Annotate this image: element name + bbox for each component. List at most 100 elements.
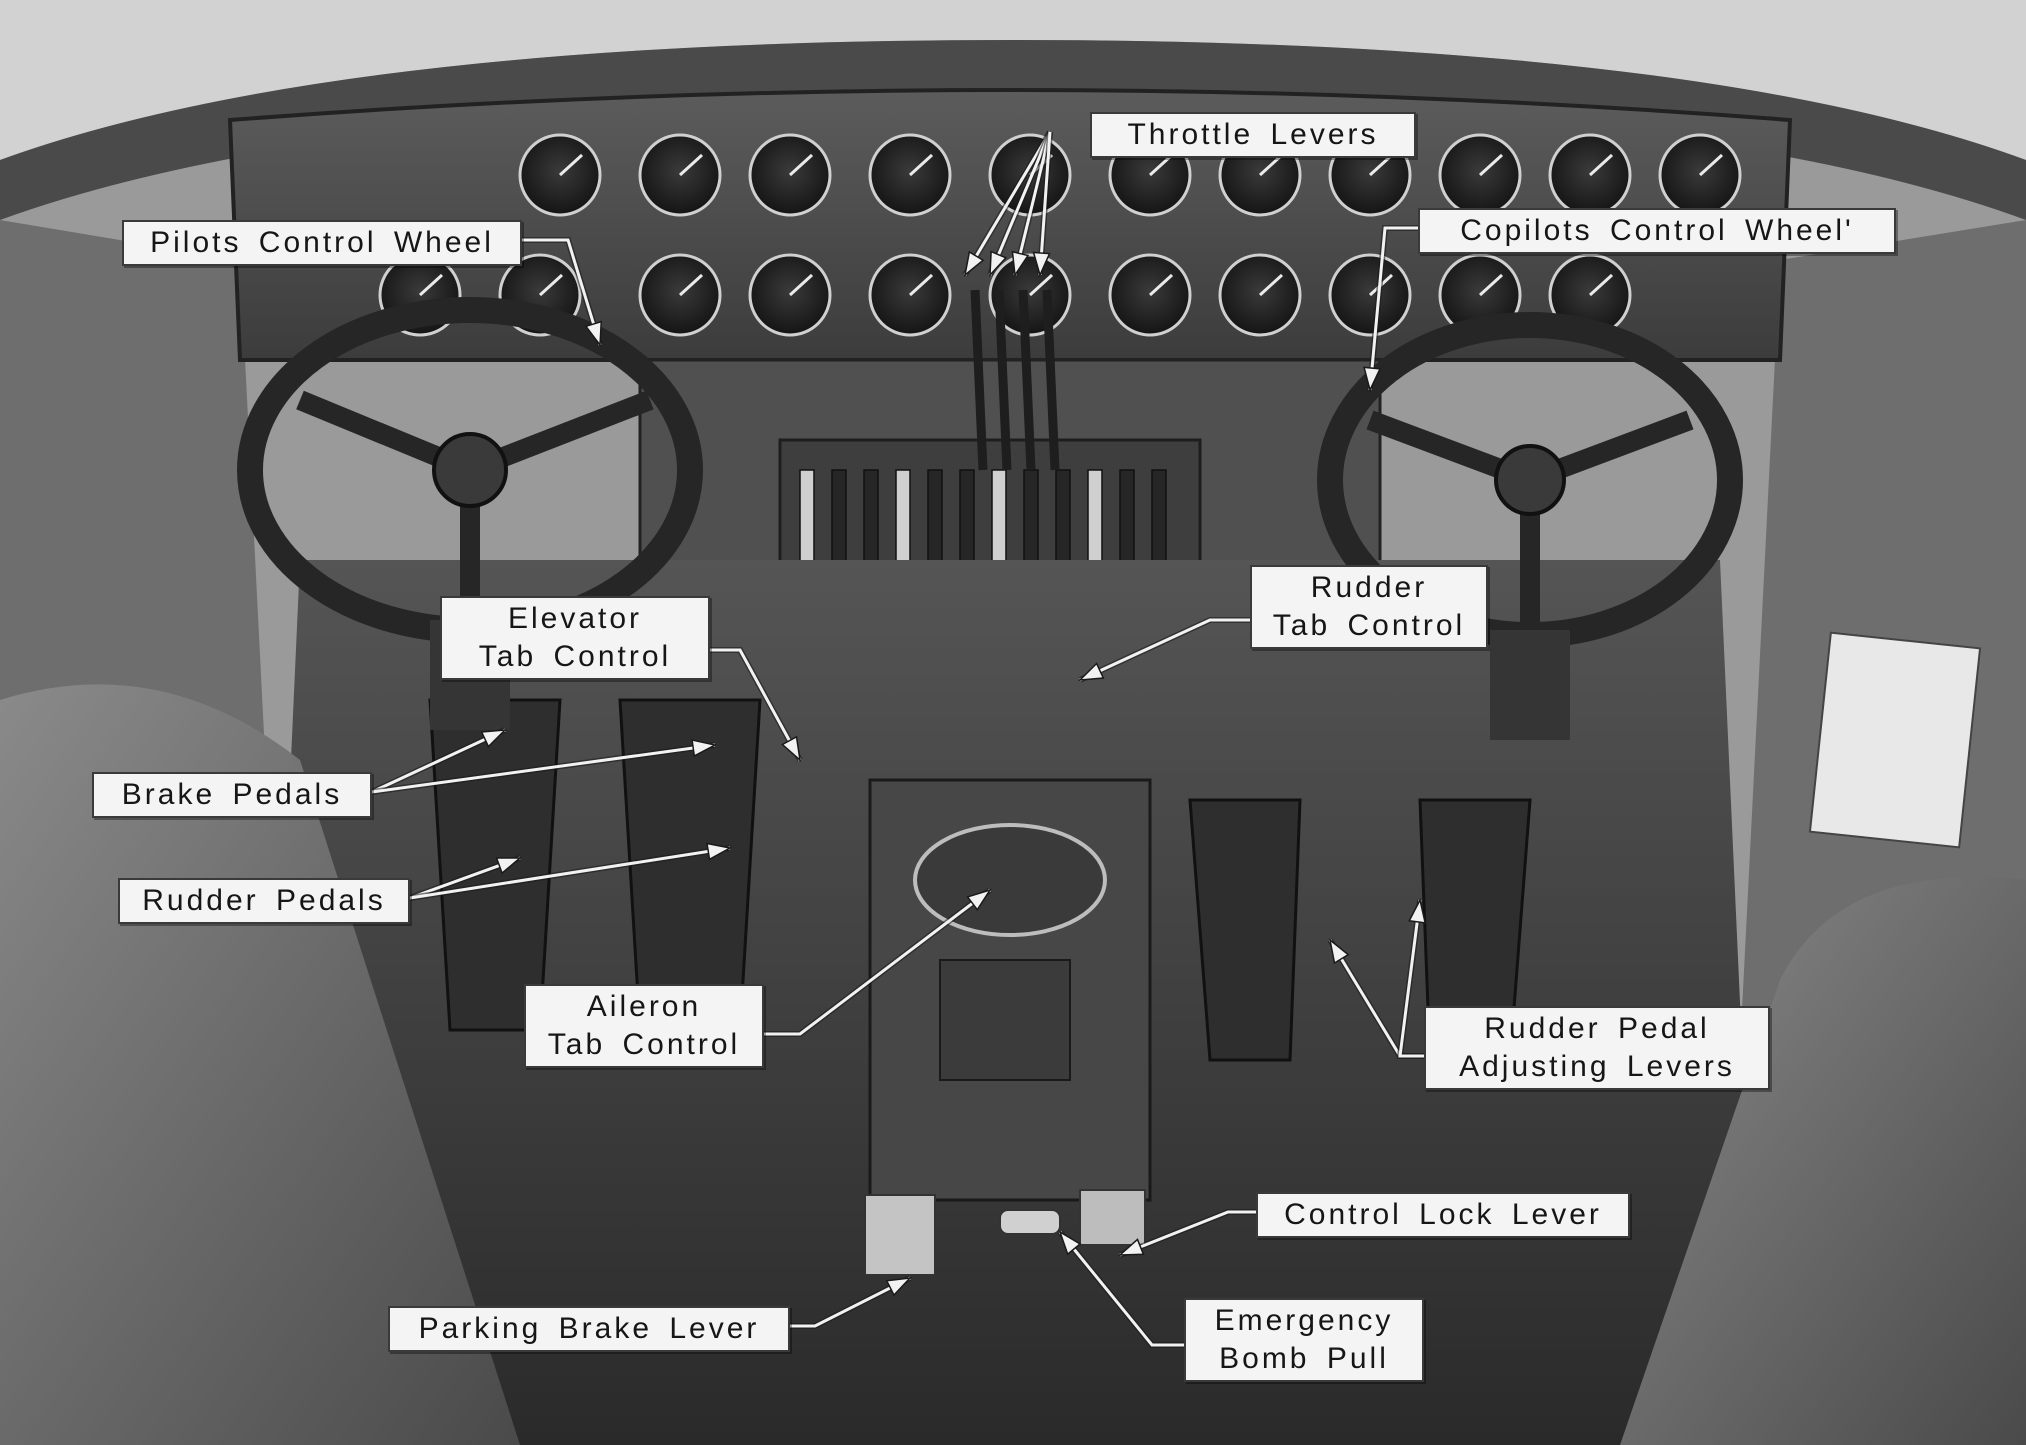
label-line-2: Tab Control (478, 640, 672, 673)
label-text: Brake Pedals (121, 778, 343, 811)
gauge-needle (908, 153, 934, 177)
arrowhead-icon (989, 250, 1008, 278)
gauge-needle (1368, 153, 1394, 177)
gauge-needle (1478, 273, 1504, 297)
label-parking-brake-lever: Parking Brake Lever (388, 1306, 790, 1352)
gauge-needle (788, 273, 814, 297)
gauge-needle (418, 273, 444, 297)
windshield (0, 0, 2026, 160)
copilot-left-pedal (1188, 798, 1302, 1062)
gauge-needle (908, 273, 934, 297)
label-rudder-pedals: Rudder Pedals (118, 878, 410, 924)
leader-elevator-tab (710, 648, 802, 761)
arrowhead-icon (781, 735, 802, 762)
arrowhead-icon (1117, 1238, 1145, 1256)
arrowhead-icon (584, 320, 603, 348)
label-aileron-tab-control: Aileron Tab Control (524, 984, 764, 1068)
label-line-2: Bomb Pull (1219, 1342, 1389, 1375)
throttle-lever (970, 289, 988, 471)
label-line-1: Elevator (507, 602, 643, 635)
label-text: Pilots Control Wheel (150, 226, 494, 259)
gauge-needle (538, 273, 564, 297)
leader-throttle-3 (1013, 131, 1052, 276)
label-text: Throttle Levers (1127, 118, 1379, 151)
label-line-1: Rudder (1310, 571, 1428, 604)
label-text: Parking Brake Lever (418, 1312, 760, 1345)
arrowhead-icon (963, 250, 985, 277)
leader-parking-brake (790, 1276, 911, 1328)
label-elevator-tab-control: Elevator Tab Control (440, 596, 710, 680)
label-text: Copilots Control Wheel' (1460, 214, 1854, 247)
gauge-needle (1258, 153, 1284, 177)
gauge-needle (1148, 273, 1174, 297)
arrowhead-icon (706, 842, 733, 861)
label-control-lock-lever: Control Lock Lever (1256, 1192, 1630, 1238)
arrowhead-icon (1078, 662, 1105, 681)
leader-brake-pedal-2 (371, 743, 716, 794)
gauge-needle (1588, 153, 1614, 177)
arrowhead-icon (495, 857, 523, 875)
pilot-seat (0, 684, 520, 1445)
label-text: Control Lock Lever (1284, 1198, 1602, 1231)
throttle-lever (1018, 289, 1036, 471)
copilot-control-wheel (1317, 312, 1743, 740)
gauge-needle (1698, 153, 1724, 177)
label-copilots-control-wheel: Copilots Control Wheel' (1418, 208, 1896, 254)
label-rudder-tab-control: Rudder Tab Control (1250, 565, 1488, 649)
label-line-2: Tab Control (547, 1028, 741, 1061)
arrowhead-icon (1328, 938, 1350, 965)
arrowhead-icon (885, 1277, 912, 1297)
gauge-needle (1478, 153, 1504, 177)
arrowhead-icon (1363, 366, 1382, 393)
leader-emergency-bomb (1058, 1231, 1184, 1347)
label-pilots-control-wheel: Pilots Control Wheel (122, 220, 522, 266)
arrowhead-icon (1011, 250, 1030, 278)
arrowhead-icon (1032, 251, 1051, 278)
gauge-needle (1028, 273, 1054, 297)
parking-brake-placard (864, 1194, 936, 1276)
label-line-2: Tab Control (1272, 609, 1466, 642)
leader-control-lock (1119, 1210, 1256, 1257)
leader-copilots-wheel (1368, 226, 1418, 391)
leader-rudder-adjust-2 (1398, 899, 1424, 1058)
label-throttle-levers: Throttle Levers (1090, 112, 1416, 158)
throttle-lever-group (799, 289, 1167, 571)
gauge-needle (558, 153, 584, 177)
label-text: Rudder Pedals (142, 884, 386, 917)
arrowhead-icon (1058, 1230, 1082, 1256)
label-line-2: Adjusting Levers (1459, 1050, 1735, 1083)
gauge-needle (1258, 273, 1284, 297)
label-line-1: Aileron (586, 990, 702, 1023)
label-emergency-bomb-pull: Emergency Bomb Pull (1184, 1298, 1424, 1382)
gauge-needle (1148, 153, 1174, 177)
label-brake-pedals: Brake Pedals (92, 772, 372, 818)
leader-brake-pedal-1 (371, 728, 506, 794)
leader-throttle-4 (1038, 131, 1052, 276)
arrowhead-icon (966, 888, 992, 911)
leader-rudder-tab (1079, 618, 1250, 682)
arrowhead-icon (1408, 897, 1427, 924)
label-line-1: Rudder Pedal (1484, 1012, 1710, 1045)
gauge-needle (678, 153, 704, 177)
leader-throttle-2 (988, 131, 1052, 276)
leader-pilots-wheel (522, 238, 602, 346)
leader-emergency-bomb-shadow (1057, 1230, 1184, 1348)
leader-rudder-tab-shadow (1078, 617, 1250, 683)
leader-aileron-tab (764, 888, 991, 1036)
gauge-needle (678, 273, 704, 297)
label-rudder-pedal-adjusting-levers: Rudder Pedal Adjusting Levers (1424, 1006, 1770, 1090)
control-lock-handle (999, 1209, 1061, 1235)
copilot-seat (1620, 877, 2026, 1445)
windshield-frame (0, 40, 2026, 220)
leader-aileron-tab-shadow (764, 887, 992, 1037)
arrowhead-icon (691, 739, 718, 758)
bomb-pull-placard (1079, 1189, 1146, 1246)
checklist-placard (1808, 631, 1982, 849)
leader-throttle-1 (963, 131, 1052, 276)
throttle-lever (1042, 289, 1060, 471)
gauge-needle (788, 153, 814, 177)
gauge-needle (1588, 273, 1614, 297)
leader-rudder-pedal-2 (409, 846, 731, 900)
